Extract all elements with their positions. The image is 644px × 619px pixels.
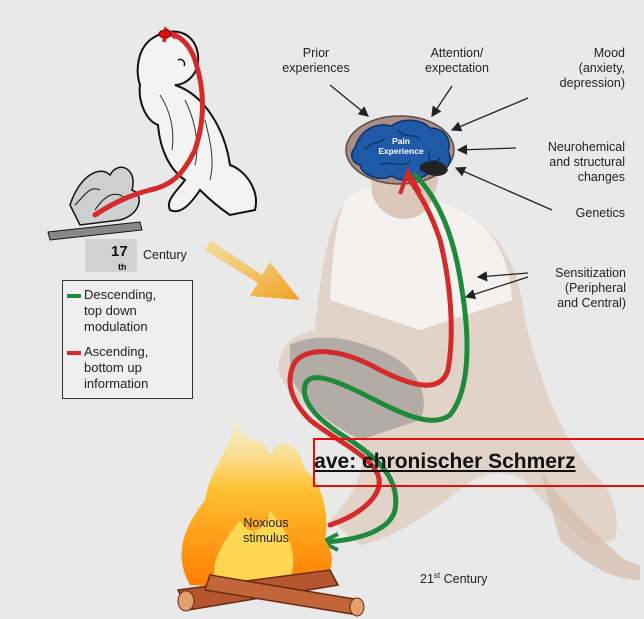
warning-banner: Cave: chronischer Schmerz xyxy=(313,438,644,487)
neurochemical-label: Neurohemical and structural changes xyxy=(505,140,625,185)
descending-swatch xyxy=(67,294,81,298)
legend: Descending, top down modulation Ascendin… xyxy=(62,280,193,399)
sensitization-label: Sensitization (Peripheral and Central) xyxy=(510,266,626,311)
legend-ascending: Ascending, bottom up information xyxy=(67,344,148,392)
seventeenth-century-figure xyxy=(48,30,256,240)
seventeenth-century-word: Century xyxy=(143,248,187,262)
attention-expectation-label: Attention/ expectation xyxy=(402,46,512,76)
noxious-stimulus-label: Noxious stimulus xyxy=(226,516,306,546)
prior-experiences-label: Prior experiences xyxy=(268,46,364,76)
mood-label: Mood (anxiety, depression) xyxy=(520,46,625,91)
legend-descending: Descending, top down modulation xyxy=(67,287,156,335)
legend-descending-text: Descending, top down modulation xyxy=(84,287,156,335)
twentyfirst-century-word: Century xyxy=(444,572,488,586)
legend-ascending-text: Ascending, bottom up information xyxy=(84,344,148,392)
transition-arrow xyxy=(205,240,300,300)
brain-label: Pain Experience xyxy=(375,136,427,156)
seventeenth-century-number: 17 xyxy=(111,243,128,260)
twentyfirst-century-number: 21 xyxy=(420,572,434,586)
warning-banner-text: Cave: chronischer Schmerz xyxy=(313,450,576,474)
twentyfirst-century-label: 21st Century xyxy=(420,571,487,586)
genetics-label: Genetics xyxy=(540,206,625,221)
seventeenth-century-suffix: th xyxy=(118,262,127,272)
ascending-swatch xyxy=(67,351,81,355)
modern-figure xyxy=(279,131,640,580)
twentyfirst-century-suffix: st xyxy=(434,571,440,580)
